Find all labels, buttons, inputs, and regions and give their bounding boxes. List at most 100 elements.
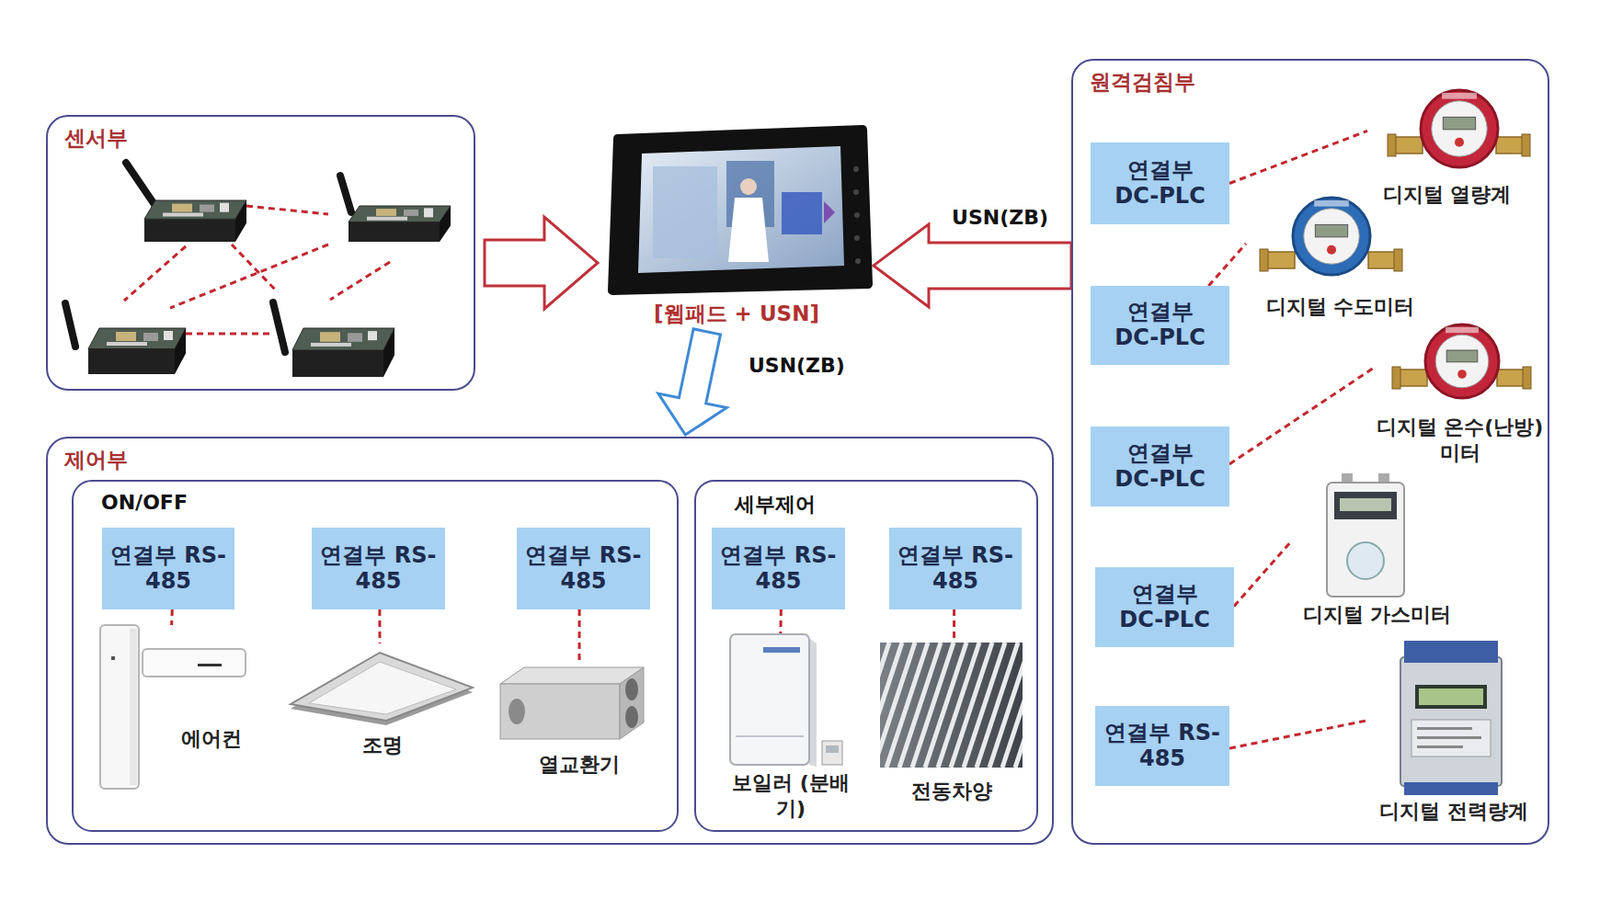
connector-box: 연결부 DC-PLC: [1090, 142, 1230, 225]
section-panel: 센서부: [45, 114, 476, 391]
device-label: 디지털 가스미터: [1291, 602, 1463, 629]
illustration-part: [1314, 224, 1348, 237]
illustration-part: [652, 166, 718, 259]
illustration-part: [1394, 249, 1403, 272]
illustration-part: [1457, 369, 1467, 379]
illustration-part: [1411, 720, 1491, 757]
illustration-part: [348, 205, 451, 223]
connector-box: 연결부 RS-485: [102, 527, 235, 610]
connector-label: 연결부 DC-PLC: [1106, 582, 1224, 633]
illustration-part: [185, 332, 270, 336]
illustration-part: [625, 678, 639, 701]
connector-label: 연결부 DC-PLC: [1101, 441, 1220, 492]
illustration-part: [619, 667, 644, 740]
illustration-part: [728, 197, 769, 263]
block-arrow: [658, 329, 727, 435]
device-label: 보일러 (분배기): [726, 770, 856, 823]
device-label: 디지털 수도미터: [1245, 294, 1435, 320]
illustration-part: [65, 303, 76, 347]
illustration-part: [144, 218, 236, 242]
section-title: 센서부: [64, 124, 128, 153]
illustration-part: [1521, 134, 1531, 157]
illustration-part-part: [880, 642, 915, 768]
dashed-link: [1208, 243, 1246, 286]
device-item: 열교환기: [496, 663, 663, 780]
connector-label: 연결부 RS-485: [720, 543, 838, 595]
illustration-part: [403, 209, 419, 217]
illustration-part: [1446, 350, 1478, 363]
illustration-part: [880, 642, 1023, 768]
illustration-part: [823, 201, 835, 224]
device-label: 조명: [290, 732, 475, 759]
illustration-part: [1392, 366, 1401, 389]
illustration-part: [1326, 245, 1337, 255]
section-title: 원격검침부: [1089, 68, 1196, 97]
illustration-part: [853, 189, 859, 195]
illustration-part: [290, 652, 473, 721]
illustration-part: [1368, 251, 1396, 269]
illustration-part: [781, 192, 823, 235]
illustration-part: [1404, 640, 1498, 663]
illustration-part: [1415, 685, 1487, 709]
illustration-part: [763, 647, 800, 653]
connector-box: 연결부 DC-PLC: [1095, 567, 1235, 648]
illustration-part: [308, 662, 457, 715]
illustration-part: [273, 302, 286, 353]
illustration-part: [1418, 688, 1484, 706]
illustration-part: [1425, 324, 1499, 399]
illustration-part: [1435, 334, 1489, 389]
illustration-part: [853, 166, 859, 172]
illustration-part: [500, 684, 620, 740]
illustration-part: [330, 262, 390, 300]
illustration-part: [143, 332, 159, 342]
connector-box: 연결부 RS-485: [711, 527, 846, 610]
illustration-part: [1303, 208, 1360, 264]
illustration-part: [383, 328, 395, 378]
dashed-link: [1234, 540, 1292, 607]
illustration-part: [735, 735, 804, 738]
illustration-part: [1347, 542, 1384, 580]
illustration: [47, 116, 478, 393]
illustration-part: [740, 178, 757, 195]
section-panel: 제어부ON/OFF연결부 RS-485에어컨연결부 RS-485조명연결부 RS…: [45, 436, 1054, 846]
device-label: 열교환기: [496, 752, 663, 778]
illustration-part: [199, 205, 215, 213]
device-item: 에어컨: [96, 625, 253, 796]
illustration-part: [855, 258, 861, 264]
illustration-part: [1334, 491, 1397, 520]
illustration-part: [1400, 657, 1502, 787]
illustration-part: [625, 706, 639, 729]
group-panel: ON/OFF연결부 RS-485에어컨연결부 RS-485조명연결부 RS-48…: [71, 480, 679, 833]
illustration-part: [1404, 782, 1498, 796]
illustration-part: [88, 349, 175, 376]
dashed-link: [1229, 720, 1366, 749]
dashed-link: [952, 609, 956, 643]
device-label: 전동차양: [880, 778, 1023, 805]
illustration-part: [423, 207, 434, 218]
group-title: ON/OFF: [101, 491, 188, 515]
block-arrow: [873, 224, 1072, 308]
illustration: [1365, 637, 1543, 828]
illustration-part: [142, 649, 246, 677]
device-item: 전동차양: [880, 642, 1023, 810]
edge-label: USN(ZB): [745, 354, 848, 378]
illustration-part: [129, 628, 138, 786]
illustration-part: [320, 331, 341, 343]
illustration-part: [347, 332, 363, 343]
illustration-part: [124, 246, 186, 301]
connector-label: 연결부 RS-485: [320, 543, 438, 595]
connector-label: 연결부 DC-PLC: [1101, 299, 1220, 351]
illustration-part: [292, 328, 395, 351]
illustration-part: [822, 741, 843, 766]
dashed-link: [778, 609, 783, 635]
dashed-link: [377, 609, 381, 644]
illustration-part: [235, 200, 247, 242]
device-label: 디지털 전력량계: [1365, 799, 1543, 825]
dashed-link: [578, 609, 582, 664]
illustration-part: [376, 208, 397, 217]
dashed-link: [1229, 366, 1375, 465]
connector-label: 연결부 RS-485: [1103, 720, 1222, 772]
illustration-part: [1496, 137, 1524, 154]
device-label: 디지털 온수(난방)미터: [1374, 414, 1545, 467]
